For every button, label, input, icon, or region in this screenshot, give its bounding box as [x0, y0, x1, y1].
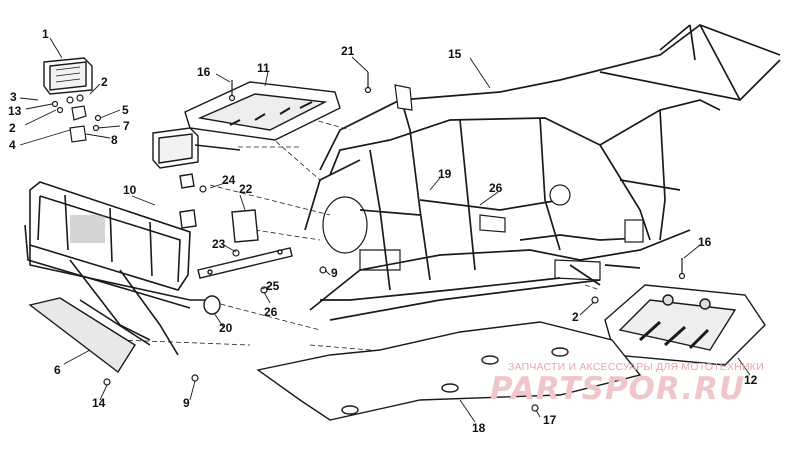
front-bumper — [24, 181, 216, 356]
footrest-right — [604, 284, 766, 366]
callout-14: 14 — [92, 396, 106, 410]
callout-2c: 2 — [572, 310, 579, 324]
callout-12: 12 — [744, 373, 758, 387]
headlight-1 — [43, 57, 93, 95]
front-skid-plate — [28, 297, 136, 374]
callout-1: 1 — [42, 27, 49, 41]
bracket-22 — [231, 209, 259, 243]
callout-16b: 16 — [698, 235, 712, 249]
watermark-tagline: ЗАПЧАСТИ И АКСЕССУАРЫ ДЛЯ МОТОТЕХНИКИ — [508, 361, 764, 373]
callout-24: 24 — [222, 173, 236, 187]
callout-6: 6 — [54, 363, 61, 377]
callout-15: 15 — [448, 47, 462, 61]
callout-13: 13 — [8, 104, 22, 118]
callout-19: 19 — [438, 167, 452, 181]
callout-23: 23 — [212, 237, 226, 251]
callout-5: 5 — [122, 103, 129, 117]
watermark-logo: PARTSPOR.RU — [490, 371, 746, 407]
callout-7: 7 — [123, 119, 130, 133]
callout-16: 16 — [197, 65, 211, 79]
callout-2b: 2 — [9, 121, 16, 135]
callout-20: 20 — [219, 321, 233, 335]
main-frame — [304, 24, 781, 321]
bolt-20 — [203, 295, 221, 315]
bumper-mesh — [70, 215, 105, 243]
callout-26: 26 — [489, 181, 503, 195]
leader-lines — [19, 37, 751, 423]
callout-3: 3 — [10, 90, 17, 104]
callout-22: 22 — [239, 182, 253, 196]
callout-4: 4 — [9, 138, 16, 152]
footrest-left — [184, 81, 341, 151]
callout-21: 21 — [341, 44, 355, 58]
headlight-2 — [152, 127, 199, 229]
callout-18: 18 — [472, 421, 486, 435]
callout-9b: 9 — [183, 396, 190, 410]
callout-10: 10 — [123, 183, 137, 197]
callout-17: 17 — [543, 413, 557, 427]
headlight-bracket-parts — [51, 94, 102, 143]
callout-11: 11 — [257, 61, 270, 75]
callout-26b: 26 — [264, 305, 278, 319]
bracket-plate — [197, 247, 293, 279]
callout-25: 25 — [266, 279, 280, 293]
frame-details — [322, 84, 644, 281]
callout-2: 2 — [101, 75, 108, 89]
callout-9: 9 — [331, 266, 338, 280]
callout-8: 8 — [111, 133, 118, 147]
skid-plate — [256, 321, 642, 421]
